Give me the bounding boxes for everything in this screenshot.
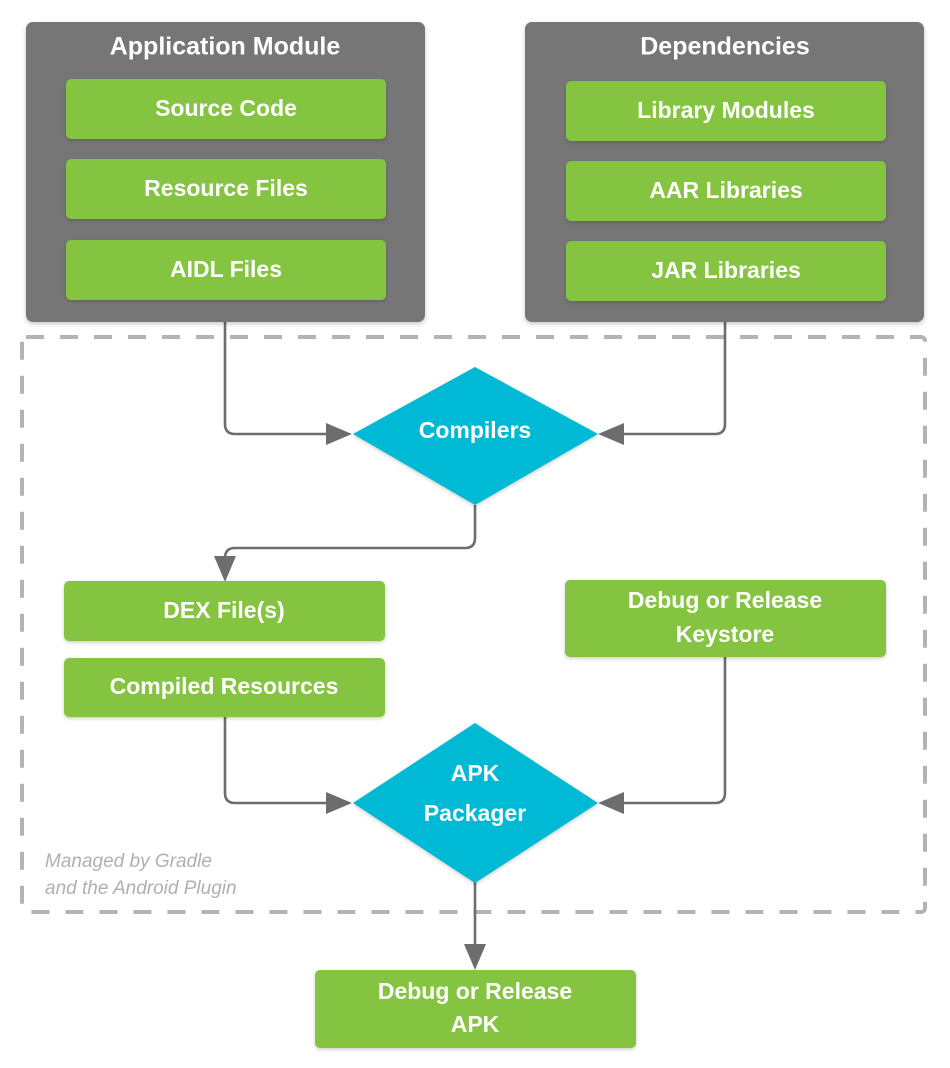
connector-application-module-to-compilers xyxy=(223,322,352,445)
source-code-label: Source Code xyxy=(155,95,297,121)
managed-by-gradle-region xyxy=(20,335,927,914)
resource-files-box[interactable] xyxy=(66,159,386,219)
group-application-module: Application Module Source Code Resource … xyxy=(26,22,425,322)
arrowhead-icon xyxy=(326,423,352,445)
keystore-label-line-2: Keystore xyxy=(676,621,774,647)
keystore-label-line-1: Debug or Release xyxy=(628,587,822,613)
jar-libraries-label: JAR Libraries xyxy=(651,257,801,283)
artifact-compiled-resources[interactable]: Compiled Resources xyxy=(64,658,385,717)
apk-packager-diamond[interactable] xyxy=(353,723,598,883)
region-note: Managed by Gradle and the Android Plugin xyxy=(45,851,237,899)
group-dependencies: Dependencies Library Modules AAR Librari… xyxy=(525,22,924,322)
dependencies-title: Dependencies xyxy=(640,33,810,61)
process-compilers[interactable]: Compilers xyxy=(353,367,598,505)
output-apk-box[interactable] xyxy=(315,970,636,1048)
item-aidl-files[interactable]: AIDL Files xyxy=(66,240,386,300)
aar-libraries-label: AAR Libraries xyxy=(649,177,802,203)
item-source-code[interactable]: Source Code xyxy=(66,79,386,139)
compiled-resources-box[interactable] xyxy=(64,658,385,717)
output-apk-label-line-1: Debug or Release xyxy=(378,978,572,1004)
arrowhead-icon xyxy=(464,944,486,970)
item-aar-libraries[interactable]: AAR Libraries xyxy=(566,161,886,221)
aar-libraries-box[interactable] xyxy=(566,161,886,221)
keystore-box[interactable] xyxy=(565,580,886,657)
arrowhead-icon xyxy=(598,792,624,814)
aidl-files-box[interactable] xyxy=(66,240,386,300)
apk-packager-label-line-2: Packager xyxy=(424,800,526,826)
region-note-line-2: and the Android Plugin xyxy=(45,878,237,899)
connector-apk-packager-to-output-apk xyxy=(464,878,486,970)
arrowhead-icon xyxy=(326,792,352,814)
compilers-diamond[interactable] xyxy=(353,367,598,505)
item-jar-libraries[interactable]: JAR Libraries xyxy=(566,241,886,301)
dex-files-label: DEX File(s) xyxy=(163,597,284,623)
artifact-keystore[interactable]: Debug or Release Keystore xyxy=(565,580,886,657)
jar-libraries-box[interactable] xyxy=(566,241,886,301)
application-module-title: Application Module xyxy=(110,33,341,61)
dex-files-box[interactable] xyxy=(64,581,385,641)
item-library-modules[interactable]: Library Modules xyxy=(566,81,886,141)
source-code-box[interactable] xyxy=(66,79,386,139)
connector-keystore-to-apk-packager xyxy=(598,657,727,814)
aidl-files-label: AIDL Files xyxy=(170,256,282,282)
region-note-line-1: Managed by Gradle xyxy=(45,851,212,872)
process-apk-packager[interactable]: APK Packager xyxy=(353,723,598,883)
library-modules-box[interactable] xyxy=(566,81,886,141)
arrowhead-icon xyxy=(598,423,624,445)
arrowhead-icon xyxy=(214,556,236,582)
connector-compiled-resources-to-apk-packager xyxy=(223,716,352,814)
library-modules-label: Library Modules xyxy=(637,97,815,123)
connector-compilers-to-dex-files xyxy=(214,505,477,582)
compilers-label: Compilers xyxy=(419,417,531,443)
compiled-resources-label: Compiled Resources xyxy=(110,673,339,699)
artifact-output-apk[interactable]: Debug or Release APK xyxy=(315,970,636,1048)
connector-dependencies-to-compilers xyxy=(598,322,727,445)
apk-packager-label-line-1: APK xyxy=(451,760,500,786)
artifact-dex-files[interactable]: DEX File(s) xyxy=(64,581,385,641)
item-resource-files[interactable]: Resource Files xyxy=(66,159,386,219)
resource-files-label: Resource Files xyxy=(144,175,308,201)
output-apk-label-line-2: APK xyxy=(451,1011,500,1037)
